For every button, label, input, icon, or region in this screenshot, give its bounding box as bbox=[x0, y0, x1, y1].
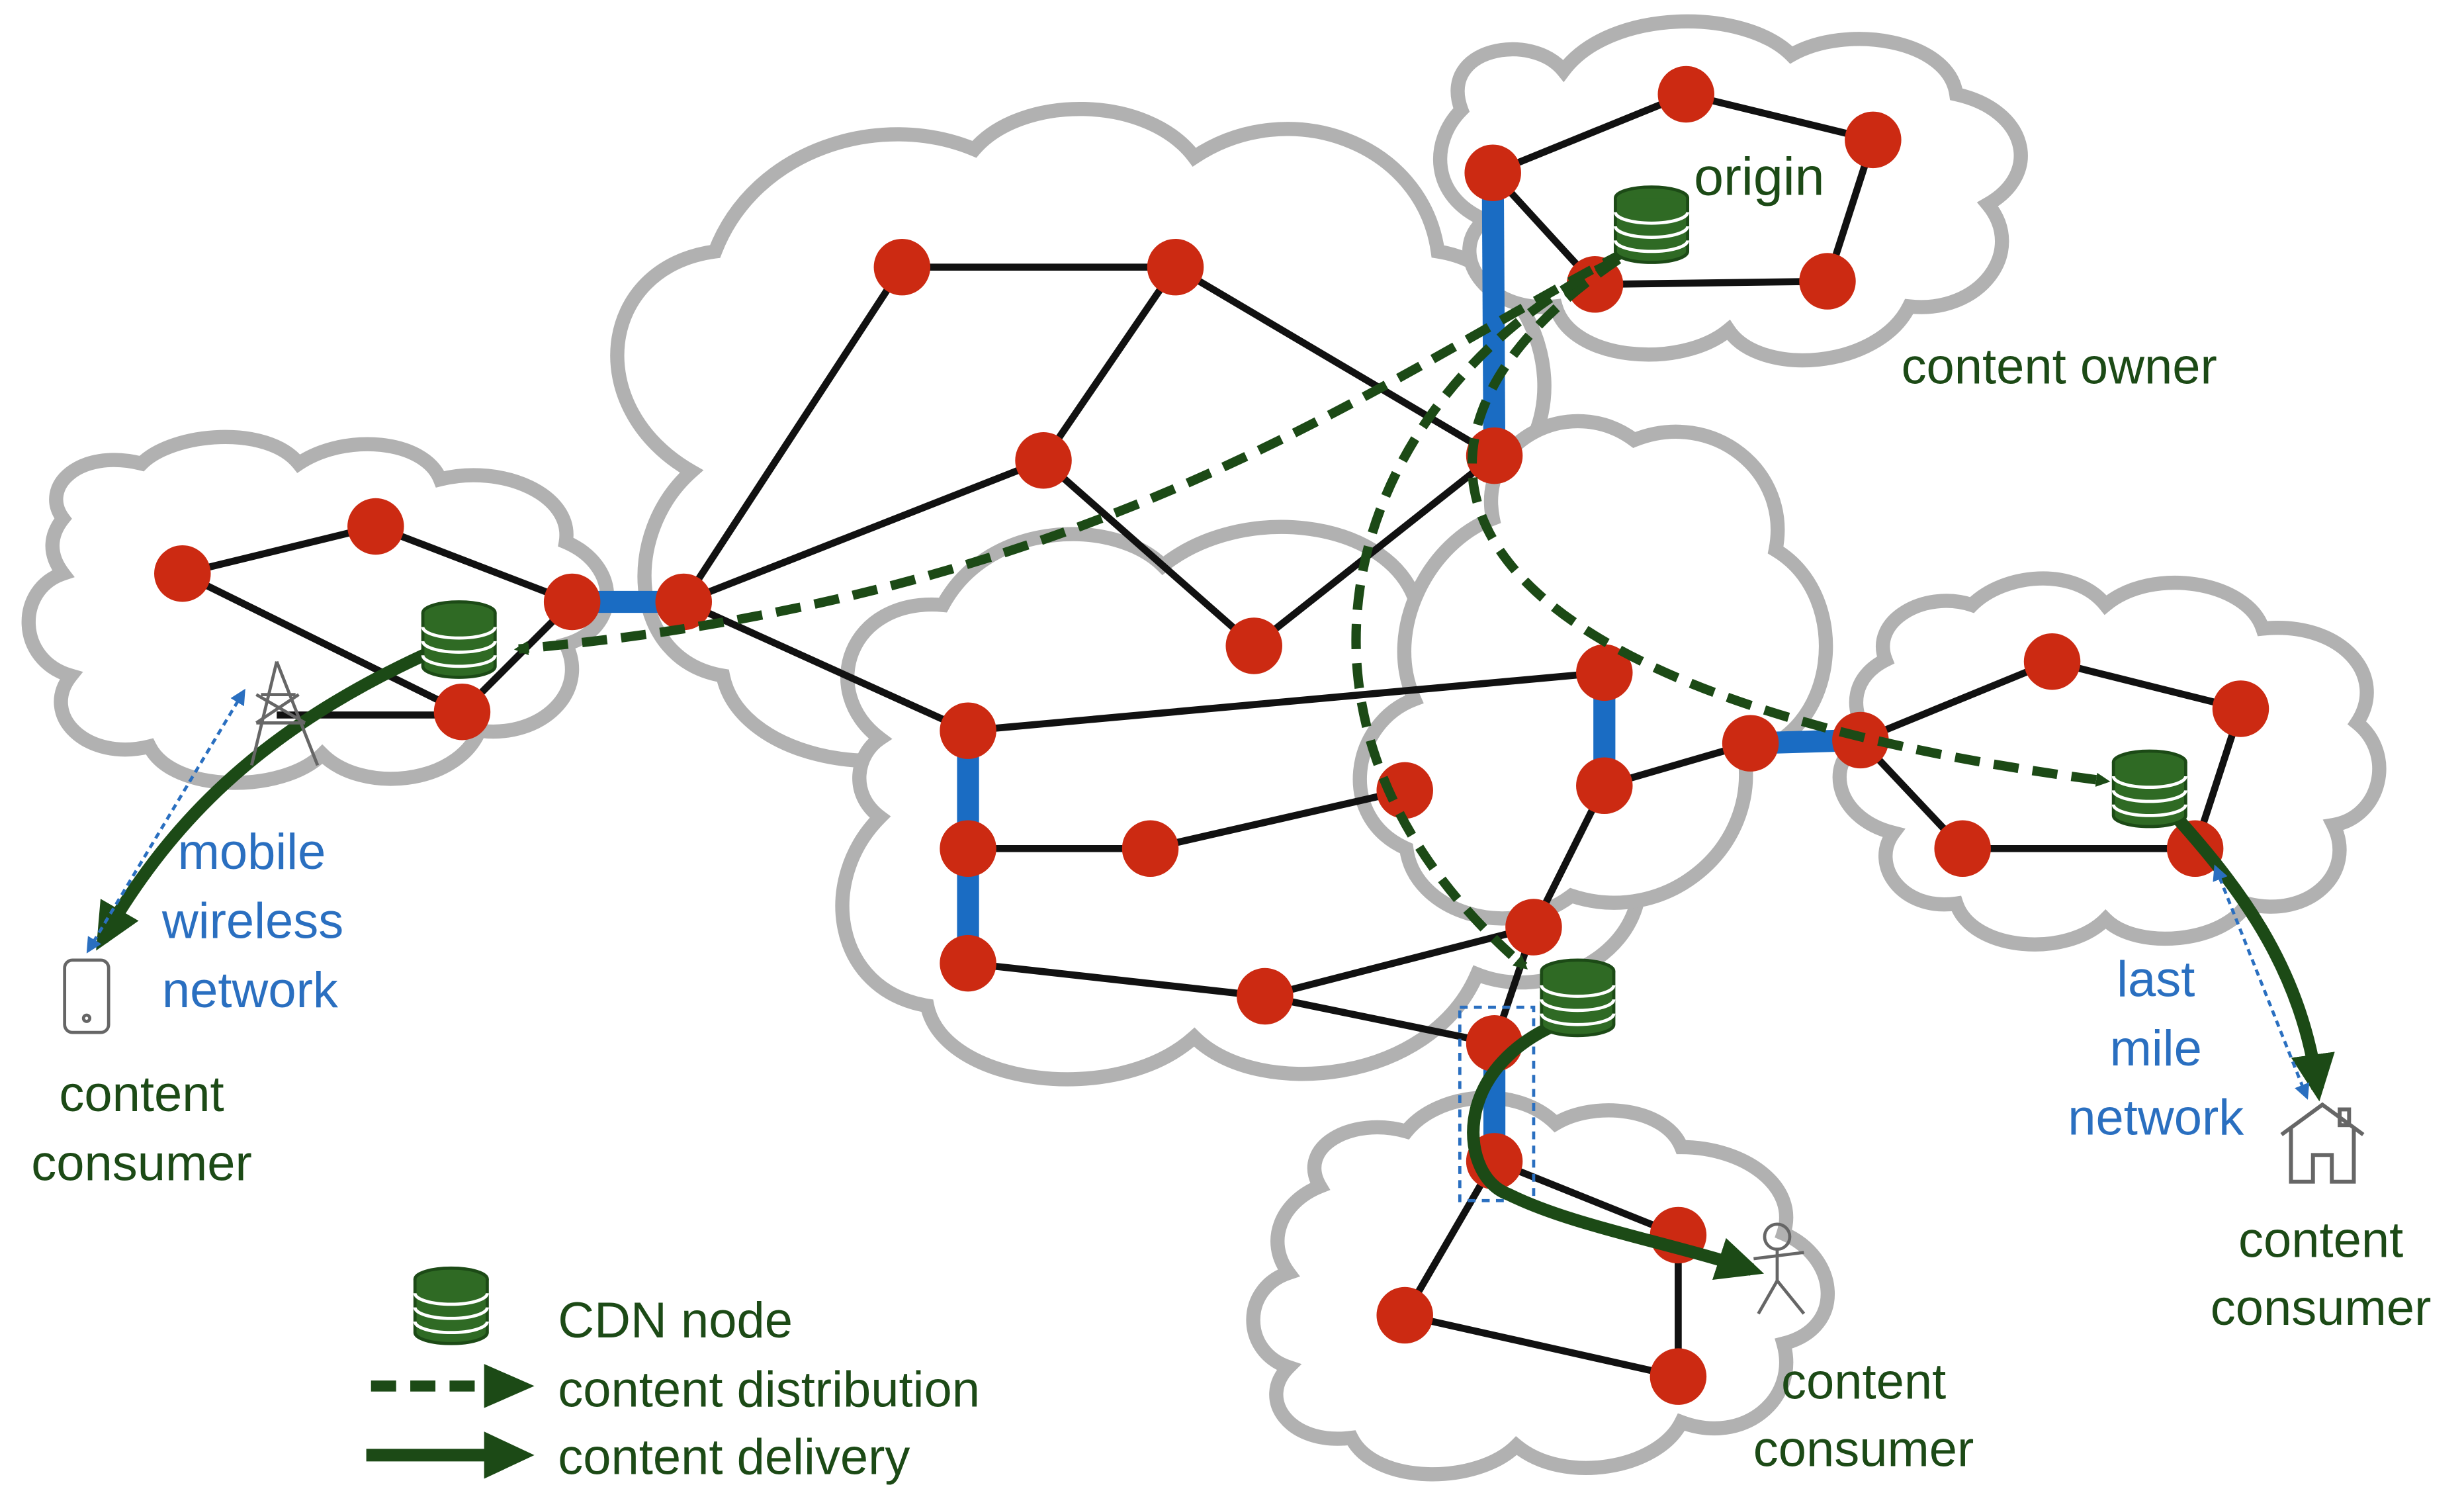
router bbox=[873, 238, 931, 296]
legend-content-delivery: content delivery bbox=[558, 1429, 910, 1485]
consumer-line: consumer bbox=[1753, 1421, 1974, 1478]
router bbox=[1237, 968, 1294, 1025]
router bbox=[2212, 680, 2269, 737]
router bbox=[1505, 899, 1562, 956]
router bbox=[940, 702, 996, 759]
consumer-line: consumer bbox=[31, 1135, 252, 1191]
network-clouds bbox=[21, 14, 2387, 1482]
mobile-network-line: mobile bbox=[178, 824, 326, 880]
router bbox=[940, 820, 996, 878]
cdn-node-origin-database-icon bbox=[1615, 187, 1687, 263]
router bbox=[1464, 144, 1521, 201]
cloud-consumer-bottom bbox=[1246, 1091, 1835, 1482]
router bbox=[1225, 617, 1282, 674]
origin-label: origin bbox=[1694, 147, 1824, 206]
cdn-node-mobile-database-icon bbox=[423, 602, 495, 677]
legend-cdn-node: CDN node bbox=[558, 1292, 793, 1349]
router bbox=[1147, 238, 1204, 296]
router bbox=[1799, 253, 1856, 310]
cloud-mobile bbox=[21, 429, 614, 790]
distribution-to-mobile bbox=[513, 247, 1629, 656]
mobile-network-label: mobile wireless network bbox=[161, 824, 343, 1018]
smartphone-icon bbox=[63, 958, 110, 1034]
router bbox=[1845, 111, 1902, 169]
routers bbox=[154, 66, 2269, 1405]
content-distribution-paths bbox=[513, 247, 2111, 970]
last-mile-link-arrow bbox=[2213, 864, 2310, 1100]
cloud-last-mile bbox=[1832, 571, 2387, 952]
legend-dashed-arrowhead bbox=[484, 1364, 535, 1408]
router bbox=[1576, 757, 1633, 815]
router bbox=[1722, 715, 1779, 772]
router bbox=[347, 498, 404, 555]
last-mile-line: network bbox=[2068, 1089, 2244, 1146]
router bbox=[940, 934, 996, 992]
delivery-to-person bbox=[1467, 1015, 1765, 1281]
cdn-node-bottom-database-icon bbox=[1542, 960, 1614, 1036]
cdn-node-last-mile-database-icon bbox=[2113, 751, 2185, 827]
router bbox=[1576, 644, 1633, 701]
cell-tower-icon bbox=[249, 660, 320, 766]
legend-solid-arrowhead bbox=[484, 1431, 535, 1479]
mobile-network-line: network bbox=[162, 962, 339, 1018]
highlight-box bbox=[1458, 1005, 1536, 1202]
mobile-network-line: wireless bbox=[161, 893, 343, 950]
legend-content-distribution: content distribution bbox=[558, 1361, 980, 1418]
consumer-line: consumer bbox=[2211, 1280, 2432, 1336]
distribution-to-last-mile bbox=[1467, 255, 2111, 787]
router bbox=[1376, 1286, 1433, 1344]
router bbox=[655, 573, 713, 631]
router bbox=[1466, 427, 1523, 484]
router bbox=[543, 573, 601, 631]
router bbox=[1934, 820, 1991, 878]
consumer-line: content bbox=[59, 1066, 224, 1122]
router bbox=[1650, 1348, 1707, 1405]
consumer-line: content bbox=[1781, 1353, 1946, 1410]
router bbox=[1657, 66, 1715, 123]
legend: CDN node content distribution content de… bbox=[366, 1268, 980, 1485]
router bbox=[1015, 432, 1072, 489]
router bbox=[2023, 633, 2081, 690]
last-mile-network-label: last mile network bbox=[2068, 951, 2244, 1146]
consumer-bottom-label: content consumer bbox=[1753, 1353, 1974, 1477]
router bbox=[1376, 762, 1433, 819]
consumer-line: content bbox=[2238, 1212, 2403, 1269]
consumer-right-label: content consumer bbox=[2211, 1212, 2432, 1336]
router bbox=[1122, 820, 1179, 878]
router bbox=[433, 683, 491, 741]
distribution-to-bottom bbox=[1351, 255, 1621, 970]
consumer-left-label: content consumer bbox=[31, 1066, 252, 1191]
last-mile-line: last bbox=[2117, 951, 2195, 1007]
person-icon bbox=[1753, 1222, 1806, 1315]
content-owner-label: content owner bbox=[1902, 338, 2217, 394]
last-mile-line: mile bbox=[2110, 1020, 2202, 1077]
house-icon bbox=[2280, 1102, 2365, 1184]
legend-database-icon bbox=[415, 1268, 487, 1343]
router bbox=[154, 545, 211, 602]
